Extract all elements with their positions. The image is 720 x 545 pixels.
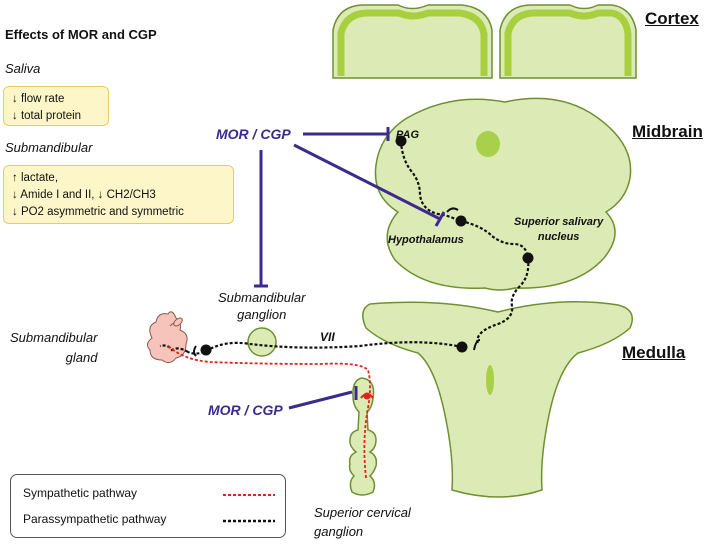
midbrain-spot (476, 131, 500, 157)
panel-title: Effects of MOR and CGP (5, 27, 157, 42)
cortex-label: Cortex (645, 9, 699, 28)
medulla-structure (362, 301, 633, 498)
saliva-effects-box: ↓ flow rate ↓ total protein (3, 86, 109, 126)
ssn-neuron (522, 252, 534, 264)
saliva-effect: ↓ total protein (12, 110, 82, 122)
mor-cgp-upper-label: MOR / CGP (216, 126, 291, 142)
medulla-spot (486, 365, 494, 395)
legend-parasympathetic-swatch (223, 519, 275, 523)
saliva-heading: Saliva (5, 61, 41, 76)
gland-label-line: gland (65, 350, 98, 365)
pag-label: PAG (396, 129, 420, 141)
superior-cervical-ganglion-shape (348, 377, 378, 496)
ganglion-synapse-mark (193, 345, 197, 357)
hypothalamus-synapse-mark (446, 207, 459, 213)
gland-label-line: Submandibular (10, 330, 98, 345)
sympathetic-pathway (167, 345, 371, 479)
cortex-left-hemisphere (332, 4, 493, 79)
hypothalamus-neuron (455, 215, 467, 227)
inhibit-hypothalamus-line (293, 143, 441, 221)
cortex-right-rim (504, 9, 632, 76)
sympathetic-neuron-body (363, 392, 371, 400)
submandibular-effects-box: ↑ lactate, ↓ Amide I and II, ↓ CH2/CH3 ↓… (3, 165, 234, 224)
ganglion-neuron (200, 344, 212, 356)
medulla-neuron (456, 341, 468, 353)
pag-neuron (395, 135, 407, 147)
legend-sympathetic-label: Sympathetic pathway (23, 486, 138, 500)
submandibular-ganglion-shape (247, 327, 277, 357)
superior-cervical-ganglion-label: Superior cervical ganglion (314, 503, 411, 541)
saliva-effect: ↓ flow rate (12, 93, 65, 105)
submandibular-heading: Submandibular (5, 140, 93, 155)
medulla-label: Medulla (622, 343, 686, 362)
submandibular-effect: ↓ Amide I and II, ↓ CH2/CH3 (12, 189, 156, 201)
ssn-to-medulla-fibre (476, 257, 530, 345)
ganglion-label-line: Submandibular (218, 290, 306, 305)
legend-sympathetic-swatch (223, 494, 275, 496)
cortex-left-rim (337, 9, 488, 76)
ganglion-label-line: ganglion (237, 307, 287, 322)
midbrain-label: Midbrain (632, 122, 703, 141)
scg-label-line: Superior cervical (314, 505, 411, 520)
submandibular-ganglion-label: Submandibular ganglion (218, 289, 305, 323)
submandibular-effect: ↓ PO2 asymmetric and symmetric (12, 206, 184, 218)
midbrain-structure (374, 97, 632, 291)
submandibular-effect: ↑ lactate, (12, 172, 59, 184)
medulla-synapse-mark (473, 339, 481, 351)
inhibit-cervical-line (288, 390, 353, 410)
gland-duct-tip (173, 317, 183, 327)
superior-salivary-nucleus-label: Superior salivary nucleus (514, 215, 603, 245)
inhibition-lines (254, 127, 446, 410)
ssn-label-line: Superior salivary (514, 216, 604, 228)
mor-cgp-lower-label: MOR / CGP (208, 402, 283, 418)
submandibular-gland-label: Submandibular gland (10, 328, 97, 368)
neuron-bodies (200, 135, 534, 356)
legend-parasympathetic-label: Parassympathetic pathway (23, 512, 167, 526)
sympathetic-fibre-to-gland (167, 345, 371, 479)
scg-label-line: ganglion (314, 524, 364, 539)
ssn-label-line: nucleus (537, 231, 580, 243)
legend: Sympathetic pathway Parassympathetic pat… (10, 474, 286, 538)
inhibit-hypothalamus-bar (434, 211, 446, 227)
cortex-structure (332, 4, 637, 79)
cortex-right-hemisphere (499, 4, 637, 79)
hypothalamus-label: Hypothalamus (388, 234, 464, 246)
vii-nerve-label: VII (320, 330, 335, 344)
hypothalamus-to-ssn-fibre (460, 219, 530, 259)
